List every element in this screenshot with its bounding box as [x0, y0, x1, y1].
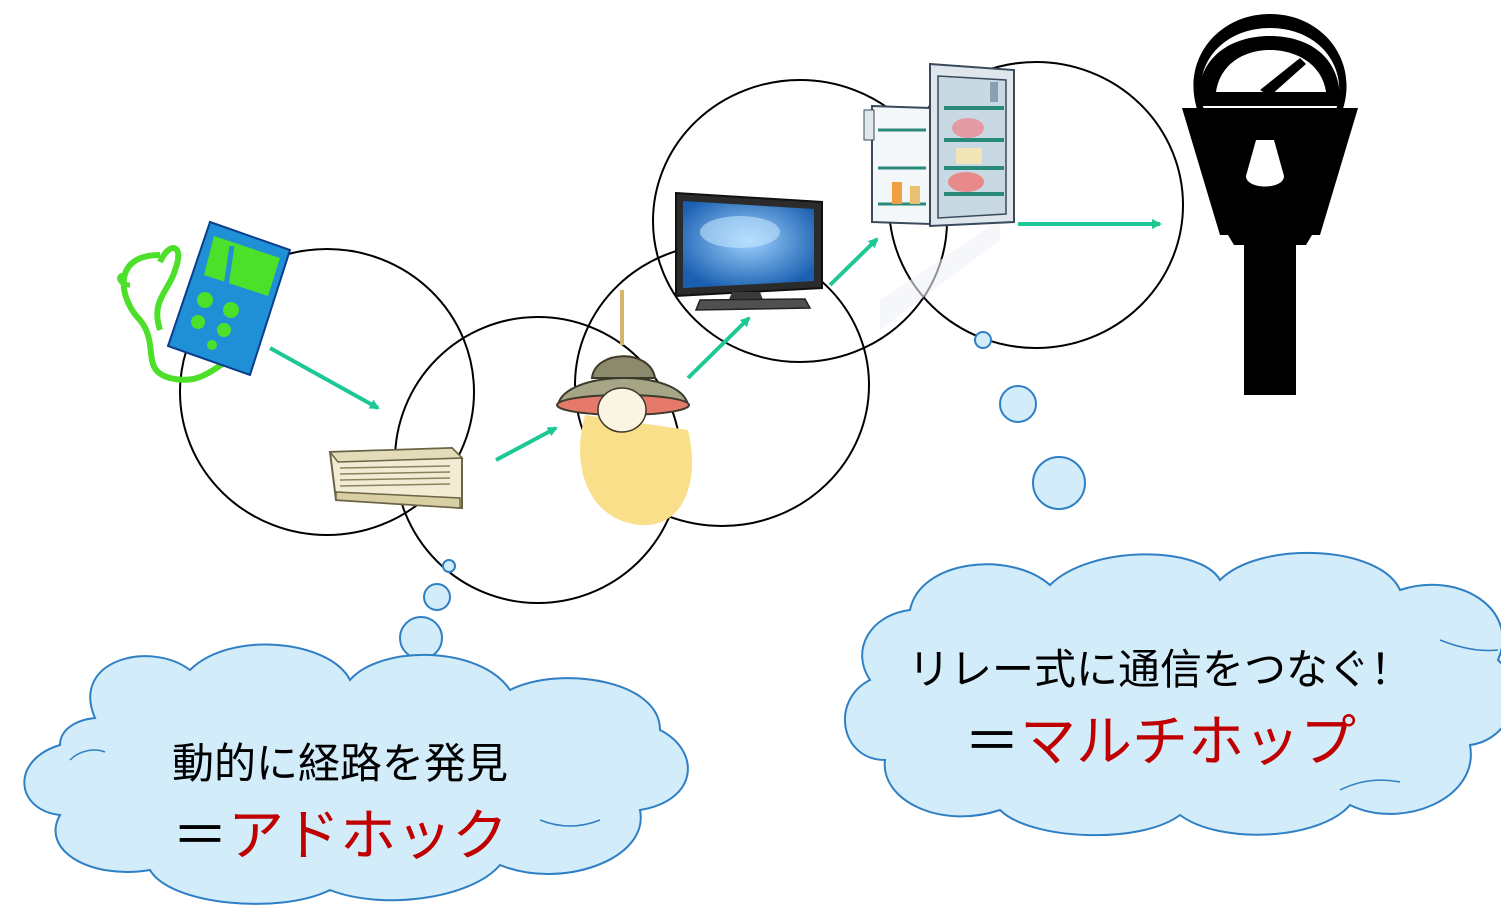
bubble-left-3: [399, 616, 443, 660]
cloud-left-line1: 動的に経路を発見: [171, 739, 508, 788]
arrow-tv-to-fridge: [828, 237, 879, 287]
bubble-left-2: [423, 583, 451, 611]
arrow-lamp-to-tv: [686, 316, 751, 380]
cloud-right-line2: ＝マルチホップ: [860, 697, 1460, 778]
cloud-right: [844, 551, 1501, 837]
relay-arrows: [269, 219, 1162, 462]
cloud-left-line2: ＝アドホック: [120, 791, 560, 872]
cloud-left-prefix: ＝: [172, 804, 228, 869]
bubble-right-1: [974, 331, 992, 349]
cloud-left: [23, 643, 689, 905]
bubble-right-2: [999, 385, 1037, 423]
cloud-left-text: 動的に経路を発見 ＝アドホック: [120, 730, 560, 872]
adhoc-term: アドホック: [228, 804, 508, 869]
arrow-phone-to-ac: [269, 346, 380, 410]
phone-icon: [117, 220, 292, 383]
cloud-right-text: リレー式に通信をつなぐ！ ＝マルチホップ: [860, 636, 1460, 778]
arrow-ac-to-lamp: [495, 426, 558, 462]
cloud-right-line1: リレー式に通信をつなぐ！: [907, 645, 1412, 694]
range-circles: [179, 61, 1184, 604]
air-conditioner-icon: [328, 446, 464, 510]
refrigerator-icon: [863, 62, 1015, 330]
thought-bubbles: [399, 331, 1086, 660]
multihop-term: マルチホップ: [1020, 710, 1356, 775]
range-circle-1: [179, 248, 475, 536]
meter-icon: [1182, 14, 1358, 395]
cloud-right-prefix: ＝: [964, 710, 1020, 775]
bubble-left-1: [442, 559, 456, 573]
lamp-icon: [556, 290, 692, 526]
tv-icon: [675, 191, 823, 311]
bubble-right-3: [1032, 456, 1086, 510]
